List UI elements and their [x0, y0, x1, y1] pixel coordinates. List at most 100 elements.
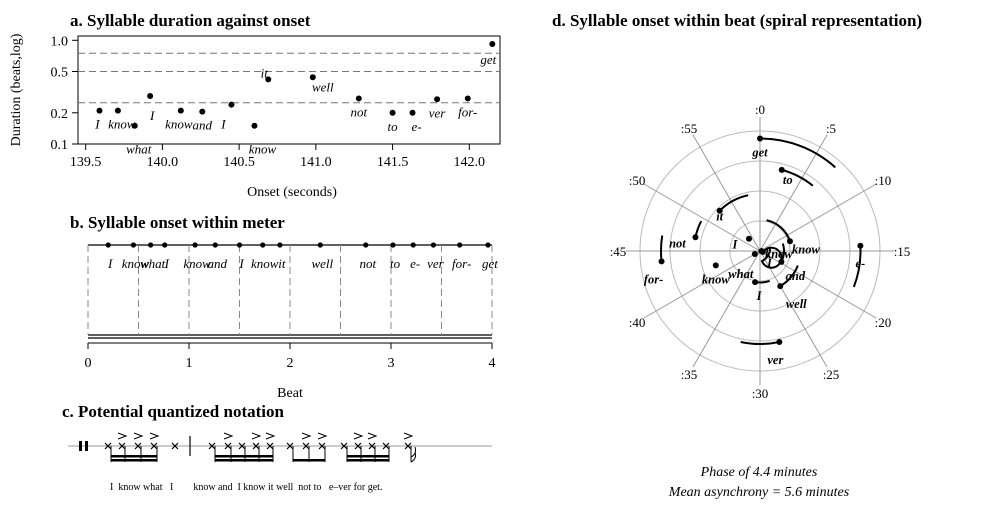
panel-d-spoke	[759, 183, 877, 252]
panel-c-note-flag	[410, 446, 416, 463]
panel-d-point	[778, 258, 785, 265]
panel-a-point-label: know	[108, 117, 136, 132]
panel-b-title: b. Syllable onset within meter	[70, 213, 285, 232]
panel-b-onset-point	[457, 242, 463, 248]
panel-c-note-head	[340, 442, 348, 450]
panel-a-point-label: it	[261, 65, 269, 80]
panel-d-point	[658, 258, 665, 265]
panel-b-onset-label: know	[251, 256, 279, 271]
panel-d-point-label: what	[728, 267, 754, 281]
panel-d-phase-caption: Phase of 4.4 minutes	[700, 465, 818, 480]
panel-d-point	[716, 207, 723, 214]
panel-a-point	[434, 96, 441, 103]
panel-c-note-head	[302, 442, 310, 450]
panel-d-angle-label: :55	[681, 121, 698, 136]
panel-d-angle-label: :15	[894, 244, 911, 259]
panel-d-point	[745, 235, 752, 242]
panel-d-point-label: and	[786, 269, 806, 283]
panel-d-spoke	[692, 134, 761, 252]
panel-a-ylabel: Duration (beats,log)	[9, 33, 24, 146]
panel-b-onset-point	[130, 242, 137, 248]
panel-d-point-label: e-	[856, 257, 866, 271]
panel-d-angle-label: :35	[681, 367, 698, 382]
panel-d-spoke	[643, 183, 761, 252]
panel-b-onset-point	[192, 242, 198, 248]
panel-d-point	[857, 242, 864, 249]
panel-c-note-head	[252, 442, 260, 450]
panel-d-point-label: know	[765, 247, 793, 261]
panel-b-onset-label: to	[390, 256, 401, 271]
panel-b-onset-point	[390, 242, 396, 248]
panel-b-onset-point	[430, 242, 437, 248]
panel-d-point-label: know	[792, 242, 820, 256]
panel-d-angle-label: :45	[610, 244, 627, 259]
panel-c-accent-mark	[317, 432, 328, 440]
panel-d-point	[757, 135, 763, 142]
panel-c-accent-mark	[367, 432, 378, 440]
panel-b-x-tick-label: 2	[287, 356, 294, 371]
panel-d-point	[786, 238, 793, 245]
panel-a-point-label: know	[165, 117, 193, 132]
panel-a-point-label: I	[220, 117, 226, 132]
panel-a-point	[251, 122, 258, 129]
panel-b-onset-point	[260, 242, 266, 248]
panel-c	[68, 432, 492, 463]
panel-b-onset-label: not	[359, 256, 376, 271]
panel-a-point	[309, 74, 316, 81]
panel-b-x-tick-label: 0	[85, 356, 92, 371]
panel-c-accent-mark	[251, 432, 262, 440]
panel-d-point	[759, 248, 766, 255]
panel-b-onset-point	[485, 242, 491, 248]
panel-c-title: c. Potential quantized notation	[62, 402, 284, 421]
panel-b-onset-point	[277, 242, 283, 248]
panel-a-point	[355, 95, 362, 102]
panel-c-beam	[215, 455, 273, 458]
panel-a-x-tick-label: 139.5	[70, 155, 102, 170]
panel-d-angle-label: :0	[755, 102, 765, 117]
panel-d-angle-label: :5	[826, 121, 836, 136]
panel-b-onset-label: know	[183, 256, 211, 271]
panel-b-xlabel: Beat	[277, 386, 303, 401]
panel-b-onset-point	[363, 242, 369, 248]
panel-b-onset-label: it	[278, 256, 286, 271]
panel-b-onset-label: ver	[427, 256, 445, 271]
panel-a-point	[147, 93, 154, 100]
panel-c-note-head	[150, 442, 158, 450]
panel-b-onset-label: for-	[452, 256, 471, 271]
panel-d-spiral-arc	[759, 137, 836, 169]
panel-a-xlabel: Onset (seconds)	[247, 185, 337, 200]
panel-a-point	[131, 122, 138, 129]
panel-d-spoke	[759, 250, 828, 368]
panel-c-note-head	[318, 442, 326, 450]
panel-c-percussion-clef	[79, 441, 82, 451]
panel-b-onset-point	[105, 242, 111, 248]
panel-a-point-label: and	[193, 118, 213, 133]
panel-a-y-tick-label: 0.5	[51, 66, 69, 81]
panel-a-point	[464, 95, 471, 102]
panel-d-spiral-arc	[660, 235, 664, 262]
panel-d-point-label: I	[766, 256, 773, 270]
panel-c-beam	[215, 459, 273, 462]
panel-a-point	[177, 107, 184, 114]
panel-d-point	[751, 251, 758, 257]
panel-c-note-head	[238, 442, 246, 450]
panel-a-point-label: get	[480, 52, 496, 67]
panel-b-onset-point	[317, 242, 323, 248]
panel-a-y-tick-label: 0.2	[51, 107, 69, 122]
panel-a-point-label: ver	[429, 105, 447, 120]
panel-c-beam	[111, 455, 157, 458]
panel-a-point	[114, 107, 121, 114]
panel-a-x-tick-label: 140.5	[223, 155, 255, 170]
panel-d-spoke	[643, 250, 761, 319]
panel-c-note-head	[118, 442, 126, 450]
panel-c-note-head	[134, 442, 142, 450]
panel-c-beam	[111, 459, 157, 462]
panel-d-point-label: not	[669, 236, 686, 250]
panel-d-asynchrony-caption: Mean asynchrony = 5.6 minutes	[668, 485, 850, 500]
panel-d-point-label: it	[716, 210, 723, 224]
panel-d-point	[752, 279, 759, 286]
panel-d-point-label: I	[732, 238, 739, 252]
panel-c-accent-mark	[149, 432, 160, 440]
panel-a-point-label: well	[312, 79, 334, 94]
